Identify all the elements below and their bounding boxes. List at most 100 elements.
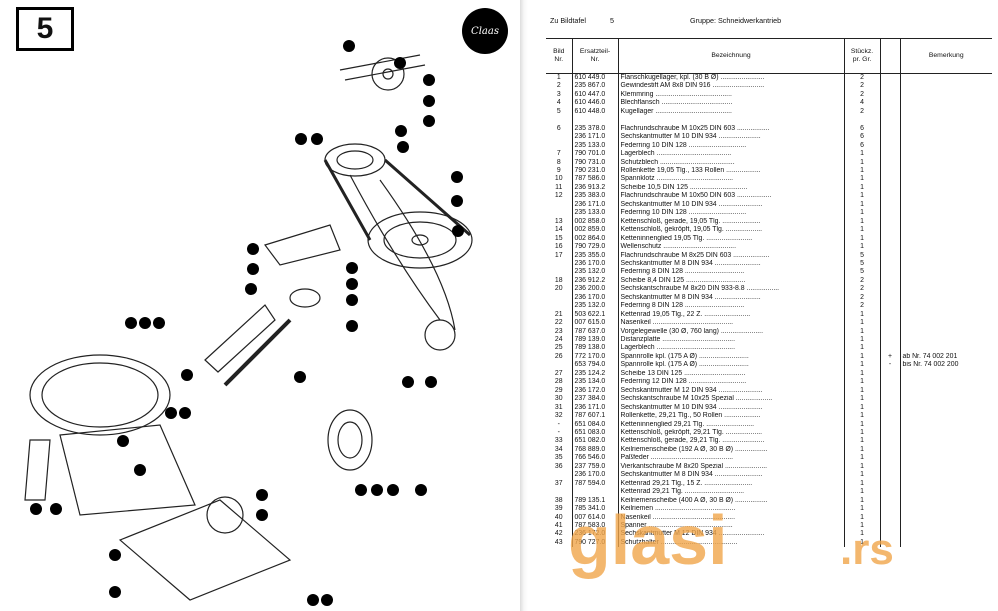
row-description: Sechskantmutter M 8 DIN 934 ............… [618,293,845,303]
row-bild-no [546,259,573,269]
row-part-no: 236 171.0 [572,200,619,210]
row-quantity: 5 [844,251,881,260]
row-bild-no: 35 [546,454,573,463]
row-symbol [880,538,901,548]
row-remark [900,252,992,260]
row-remark [900,437,992,445]
row-symbol [880,420,901,430]
row-remark [900,395,992,403]
row-description: Nasenkeil ..............................… [618,319,845,328]
row-description: Kettenrad 19,05 Tlg., 22 Z. ............… [618,310,845,320]
row-part-no: 235 355.0 [572,251,619,260]
row-part-no [572,116,619,125]
row-symbol [880,251,901,260]
row-remark [900,497,992,505]
row-quantity: 1 [844,403,881,413]
row-description: Keilriemen .............................… [618,505,845,514]
row-symbol [880,310,901,320]
row-description: Blechflansch ...........................… [618,99,845,108]
row-bild-no: 37 [546,479,573,489]
row-part-no: 789 139.0 [572,336,619,345]
row-symbol [880,217,901,227]
row-description: Gewindestift AM 8x8 DIN 916 ............… [618,82,845,91]
row-symbol [880,73,901,83]
row-part-no: 790 731.0 [572,158,619,167]
col-quantity: Stückz. pr. Gr. [844,38,881,74]
row-symbol [880,259,901,269]
row-part-no: 651 082.0 [572,437,619,446]
row-remark [900,480,992,488]
row-symbol [880,505,901,514]
row-description: Federring 10 DIN 128 ...................… [618,141,845,151]
row-symbol [880,82,901,91]
row-remark [900,429,992,437]
row-bild-no: 26 [546,352,573,362]
row-symbol [880,445,901,455]
row-remark [900,530,992,538]
row-symbol [880,530,901,539]
row-bild-no: 18 [546,276,573,286]
row-description: Sechskantmutter M 12 DIN 934 ...........… [618,530,845,539]
small-sprocket [371,57,405,91]
row-symbol: - [880,361,901,370]
row-part-no: 768 889.0 [572,445,619,455]
row-part-no: 235 132.0 [572,302,619,311]
flange-bearing [289,288,321,308]
row-description: Flachrundschraube M 10x50 DIN 603 ......… [618,192,845,201]
row-symbol [880,234,901,244]
row-remark [900,311,992,319]
tension-arm [24,439,51,501]
row-quantity: 1 [844,369,881,379]
row-remark [900,209,992,217]
row-bild-no: 17 [546,251,573,260]
row-bild-no: 39 [546,505,573,514]
row-description: Keilriemenscheibe (400 A Ø, 30 B Ø) ....… [618,496,845,506]
cover-plate [59,424,196,516]
bearing-plate [118,499,292,601]
row-quantity: 1 [844,150,881,159]
row-symbol [880,107,901,117]
row-remark [900,133,992,141]
row-part-no: 610 449.0 [572,73,619,83]
row-bild-no [546,141,573,151]
row-quantity: 1 [844,513,881,522]
row-description: Kettenschloß, gekröpft, 19,05 Tlg. .....… [618,226,845,235]
row-bild-no: 4 [546,99,573,108]
row-bild-no: 24 [546,336,573,345]
row-symbol [880,226,901,235]
row-part-no: 236 172.0 [572,530,619,539]
row-description: Spannrolle kpl. (175 A Ø) ..............… [618,352,845,362]
row-remark [900,150,992,158]
row-part-no: 610 447.0 [572,90,619,100]
row-symbol [880,378,901,387]
row-quantity: 1 [844,344,881,353]
row-quantity: 1 [844,209,881,218]
row-remark [900,344,992,352]
row-quantity: 1 [844,420,881,430]
row-bild-no: 11 [546,183,573,193]
row-symbol: + [880,352,901,362]
row-remark [900,446,992,454]
row-quantity: 2 [844,293,881,303]
row-bild-no: 40 [546,513,573,522]
row-bild-no: 27 [546,369,573,379]
row-remark [900,302,992,310]
row-quantity: 1 [844,471,881,480]
row-bild-no: 22 [546,319,573,328]
row-remark [900,539,992,547]
